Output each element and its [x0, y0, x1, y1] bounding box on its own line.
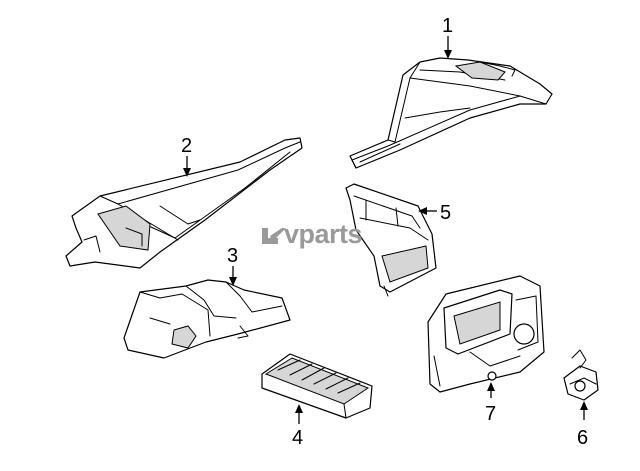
callout-6: 6	[577, 401, 588, 449]
callout-label-3: 3	[227, 245, 238, 267]
callout-3: 3	[227, 245, 238, 286]
leader-arrow-6	[580, 401, 588, 410]
part-2-side-panel	[65, 137, 303, 269]
part-4-air-filter	[261, 353, 373, 419]
callout-label-1: 1	[442, 15, 453, 37]
lv-logo-icon	[262, 228, 286, 244]
callout-label-2: 2	[181, 135, 192, 157]
part-1-cowl-panel	[349, 57, 553, 169]
part-7-heater-housing	[427, 275, 545, 393]
part-6-sensor	[563, 349, 599, 401]
callout-label-7: 7	[485, 403, 496, 425]
callout-4: 4	[292, 404, 303, 449]
callout-7: 7	[485, 382, 496, 425]
leader-arrow-3	[229, 277, 237, 286]
leader-arrow-4	[295, 404, 303, 413]
callout-label-5: 5	[440, 202, 451, 224]
part-3-housing-cover	[123, 279, 291, 359]
part-5-air-duct	[345, 183, 437, 297]
callout-2: 2	[181, 135, 192, 177]
callout-1: 1	[442, 15, 453, 59]
callout-5: 5	[418, 202, 451, 224]
leader-arrow-7	[487, 382, 495, 391]
callout-label-6: 6	[577, 427, 588, 449]
watermark-text: vparts	[284, 219, 362, 249]
callout-label-4: 4	[292, 427, 303, 449]
leader-arrow-1	[444, 50, 452, 59]
leader-arrow-2	[183, 168, 191, 177]
leader-arrow-5	[418, 207, 427, 215]
watermark: vparts	[262, 219, 363, 249]
